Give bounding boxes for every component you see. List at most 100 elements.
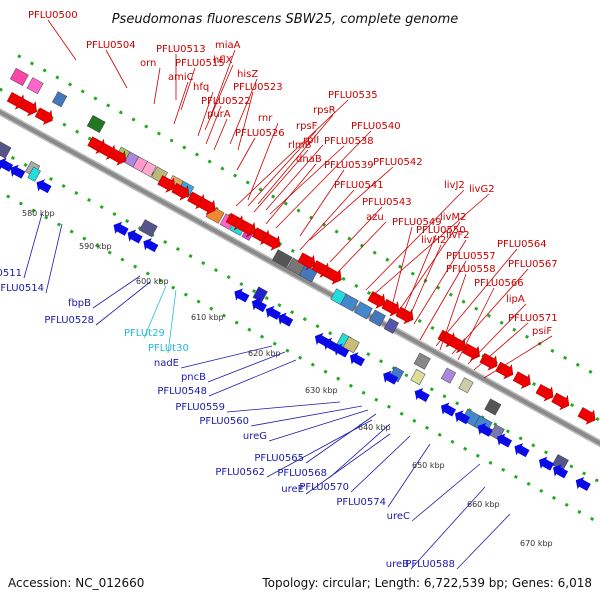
forward-gene-label: PFLU0540 [351, 121, 401, 132]
feature-block [458, 377, 474, 394]
track-dot [334, 229, 339, 234]
forward-gene-arrow [495, 361, 514, 380]
track-dot [107, 250, 112, 255]
track-dot [196, 299, 201, 304]
reverse-gene-arrow [234, 288, 250, 303]
feature-block [484, 398, 502, 416]
track-dot [29, 61, 35, 66]
forward-gene-label: hisZ [237, 69, 258, 80]
forward-gene-label: hfq [193, 82, 209, 93]
track-dot [366, 290, 372, 295]
track-dot [247, 327, 252, 332]
forward-gene-label: dnaB [296, 154, 322, 165]
forward-leader-line [397, 221, 461, 313]
kbp-tick-label: 590 kbp [79, 242, 112, 251]
track-dot [245, 180, 250, 185]
track-dot [590, 516, 595, 521]
track-dot [582, 471, 587, 476]
forward-gene-label: PFLU0567 [508, 259, 558, 270]
forward-leader-line [413, 239, 467, 325]
reverse-leader-line [207, 351, 286, 383]
forward-gene-label: rpsR [313, 105, 336, 116]
feature-block [489, 424, 505, 441]
forward-gene-arrow [297, 252, 316, 271]
forward-leader-line [265, 144, 324, 211]
track-dot [564, 502, 569, 507]
track-dot [56, 222, 61, 227]
track-dot [501, 467, 506, 472]
reverse-gene-label: PFLU0560 [199, 416, 249, 427]
forward-gene-label: purA [207, 109, 231, 120]
track-dot [6, 194, 11, 199]
track-dot [260, 334, 265, 339]
reverse-leader-line [410, 486, 486, 570]
track-dot [94, 243, 100, 248]
forward-leader-line [213, 118, 228, 151]
forward-gene-label: PFLU0564 [497, 239, 547, 250]
track-dot [283, 201, 288, 206]
track-dot [366, 352, 371, 357]
forward-gene-label: lipA [506, 294, 525, 305]
track-dot [194, 152, 200, 157]
reverse-gene-arrow [36, 179, 52, 194]
reverse-gene-arrow [496, 433, 513, 448]
kbp-tick-label: 650 kbp [412, 461, 445, 470]
reverse-gene-label: nadE [154, 358, 179, 369]
track-dot [10, 155, 15, 160]
track-dot [271, 194, 276, 199]
forward-leader-line [204, 64, 234, 131]
forward-gene-label: PFLU0549 [392, 217, 442, 228]
feature-block [51, 91, 68, 108]
track-dot [125, 219, 130, 224]
rna-leader-line [143, 285, 167, 339]
track-dot [68, 82, 73, 87]
track-dot [48, 176, 54, 182]
forward-gene-label: PFLU0541 [334, 180, 384, 191]
reverse-gene-arrow [127, 229, 143, 244]
track-dot [61, 183, 66, 189]
reverse-leader-line [45, 223, 63, 294]
forward-gene-arrow [381, 298, 400, 317]
track-dot [448, 292, 453, 297]
track-dot [23, 162, 28, 168]
track-dot [442, 394, 447, 399]
track-dot [341, 276, 346, 281]
track-dot [486, 313, 491, 318]
track-dot [87, 197, 92, 203]
track-dot [213, 268, 219, 273]
track-dot [234, 320, 239, 325]
forward-leader-line [309, 166, 394, 241]
track-dot [518, 436, 523, 441]
reverse-gene-arrow [10, 164, 26, 179]
forward-leader-line [391, 226, 413, 307]
reverse-gene-arrow [349, 352, 365, 367]
track-dot [17, 54, 22, 59]
forward-gene-arrow [262, 233, 281, 251]
track-dot [272, 341, 277, 346]
track-dot [361, 390, 366, 395]
track-dot [378, 359, 384, 364]
track-dot [328, 331, 333, 336]
forward-leader-line [337, 221, 387, 273]
forward-gene-arrow [448, 335, 466, 354]
track-dot [374, 397, 379, 402]
feature-block [440, 367, 457, 384]
reverse-gene-arrow [552, 464, 569, 479]
kbp-tick-label: 580 kbp [22, 209, 55, 218]
track-dot [62, 122, 67, 127]
track-dot [285, 348, 290, 353]
track-dot [145, 271, 150, 276]
feature-block [9, 68, 29, 86]
track-dot [347, 236, 352, 241]
track-dot [386, 404, 392, 409]
reverse-leader-line [305, 413, 377, 464]
forward-leader-line [237, 91, 254, 151]
track-dot [595, 417, 600, 422]
forward-gene-label: livG2 [469, 184, 495, 195]
track-dot [158, 278, 163, 283]
forward-leader-line [265, 163, 317, 225]
track-dot [220, 166, 225, 171]
forward-leader-line [229, 78, 258, 145]
reverse-gene-arrow [514, 443, 530, 458]
